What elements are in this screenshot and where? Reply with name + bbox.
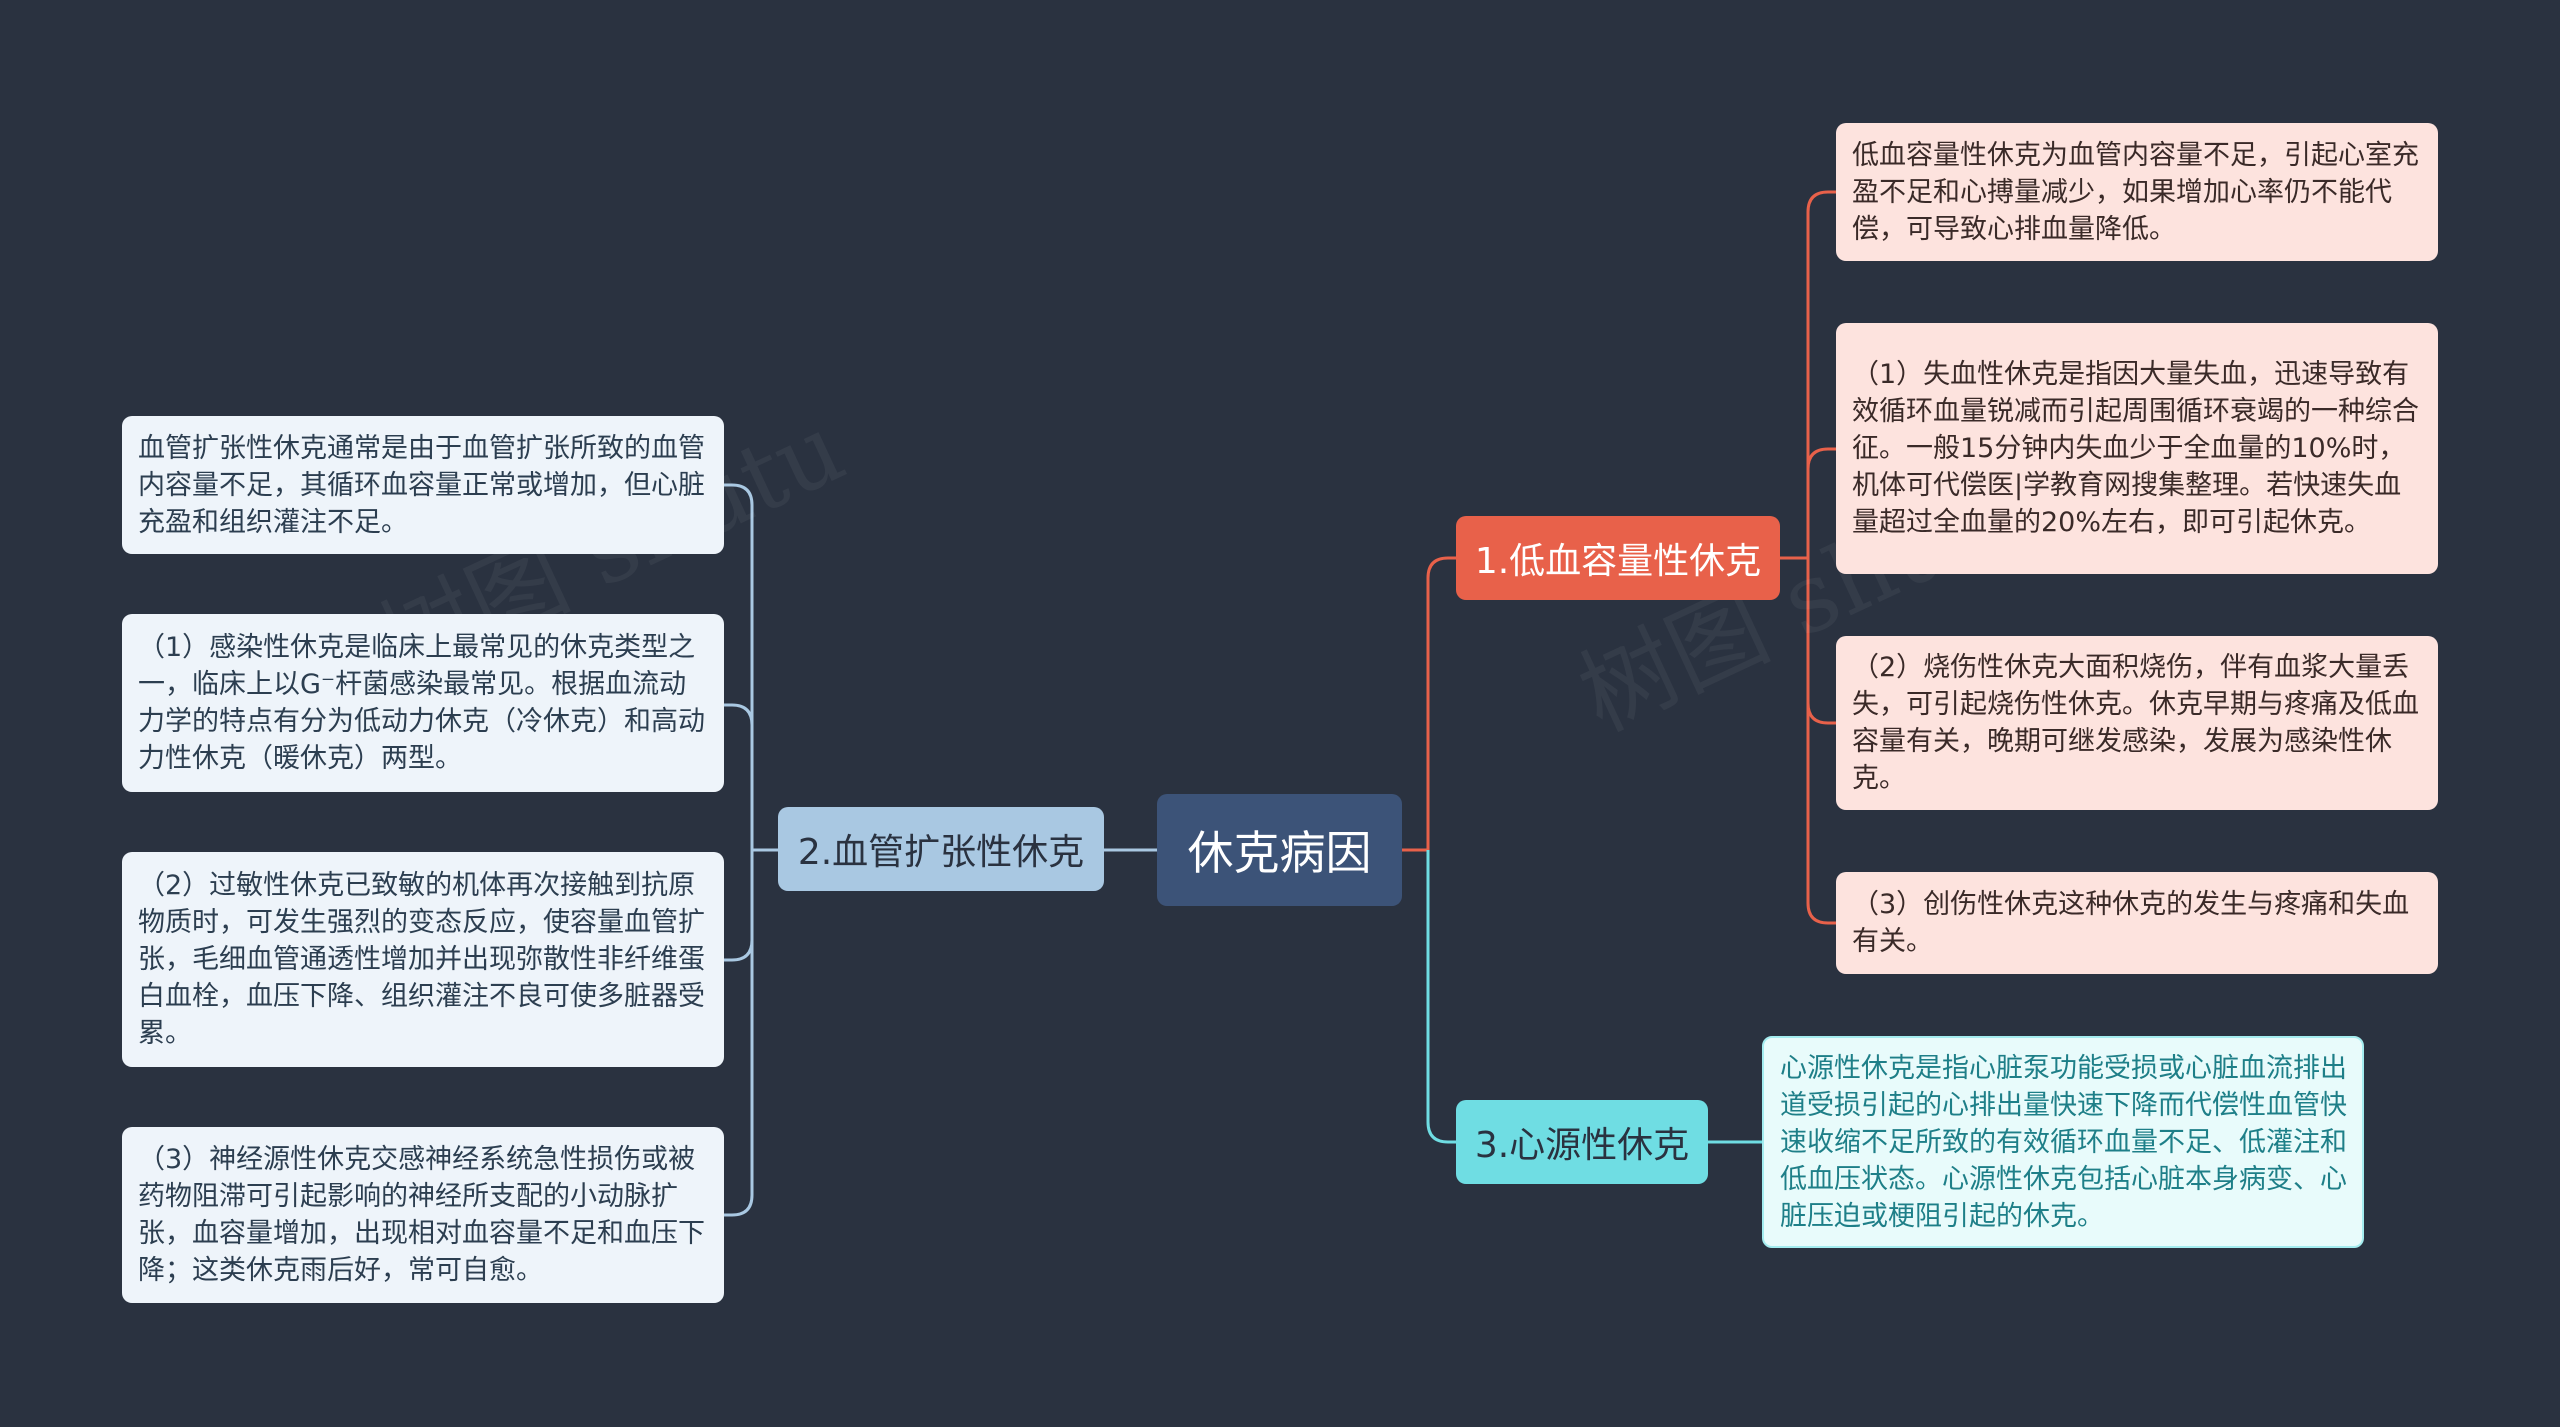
branch-node-vasodilatory[interactable]: 2.血管扩张性休克 <box>778 807 1104 891</box>
leaf-text: 低血容量性休克为血管内容量不足，引起心室充盈不足和心搏量减少，如果增加心率仍不能… <box>1852 139 2419 245</box>
leaf-text: （2）烧伤性休克大面积烧伤，伴有血浆大量丢失，可引起烧伤性休克。休克早期与疼痛及… <box>1852 652 2419 794</box>
leaf-text: （3）创伤性休克这种休克的发生与疼痛和失血有关。 <box>1852 889 2410 957</box>
leaf-node[interactable]: 心源性休克是指心脏泵功能受损或心脏血流排出道受损引起的心排出量快速下降而代偿性血… <box>1762 1036 2364 1248</box>
link-left-3 <box>724 850 754 962</box>
link-left-4 <box>724 850 754 1217</box>
leaf-node[interactable]: （1）失血性休克是指因大量失血，迅速导致有效循环血量锐减而引起周围循环衰竭的一种… <box>1836 323 2438 574</box>
leaf-text: （3）神经源性休克交感神经系统急性损伤或被药物阻滞可引起影响的神经所支配的小动脉… <box>138 1144 705 1286</box>
link-red-4 <box>1806 558 1836 925</box>
link-red-1 <box>1806 190 1836 558</box>
leaf-text: （2）过敏性休克已致敏的机体再次接触到抗原物质时，可发生强烈的变态反应，使容量血… <box>138 870 705 1049</box>
root-label: 休克病因 <box>1187 826 1372 880</box>
branch-node-cardiogenic[interactable]: 3.心源性休克 <box>1456 1100 1708 1184</box>
leaf-text: 血管扩张性休克通常是由于血管扩张所致的血管内容量不足，其循环血容量正常或增加，但… <box>138 432 705 538</box>
leaf-text: （1）失血性休克是指因大量失血，迅速导致有效循环血量锐减而引起周围循环衰竭的一种… <box>1852 359 2419 538</box>
leaf-node[interactable]: （3）创伤性休克这种休克的发生与疼痛和失血有关。 <box>1836 872 2438 974</box>
link-red-2 <box>1806 447 1836 558</box>
leaf-node[interactable]: （1）感染性休克是临床上最常见的休克类型之一，临床上以G⁻杆菌感染最常见。根据血… <box>122 614 724 792</box>
link-root-cyan <box>1426 850 1456 1144</box>
leaf-text: （1）感染性休克是临床上最常见的休克类型之一，临床上以G⁻杆菌感染最常见。根据血… <box>138 632 705 774</box>
leaf-node[interactable]: （2）过敏性休克已致敏的机体再次接触到抗原物质时，可发生强烈的变态反应，使容量血… <box>122 852 724 1067</box>
leaf-text: 心源性休克是指心脏泵功能受损或心脏血流排出道受损引起的心排出量快速下降而代偿性血… <box>1780 1052 2347 1232</box>
leaf-node[interactable]: （3）神经源性休克交感神经系统急性损伤或被药物阻滞可引起影响的神经所支配的小动脉… <box>122 1127 724 1303</box>
link-left-2 <box>724 703 754 850</box>
link-root-red <box>1426 556 1456 850</box>
branch-label: 3.心源性休克 <box>1474 1125 1690 1166</box>
leaf-node[interactable]: 血管扩张性休克通常是由于血管扩张所致的血管内容量不足，其循环血容量正常或增加，但… <box>122 416 724 554</box>
branch-label: 2.血管扩张性休克 <box>797 832 1085 873</box>
root-node[interactable]: 休克病因 <box>1157 794 1402 906</box>
link-left-1 <box>724 483 754 850</box>
branch-node-hypovolemic[interactable]: 1.低血容量性休克 <box>1456 516 1780 600</box>
branch-label: 1.低血容量性休克 <box>1474 541 1762 582</box>
leaf-node[interactable]: （2）烧伤性休克大面积烧伤，伴有血浆大量丢失，可引起烧伤性休克。休克早期与疼痛及… <box>1836 636 2438 810</box>
link-red-3 <box>1806 558 1836 725</box>
leaf-node[interactable]: 低血容量性休克为血管内容量不足，引起心室充盈不足和心搏量减少，如果增加心率仍不能… <box>1836 123 2438 261</box>
